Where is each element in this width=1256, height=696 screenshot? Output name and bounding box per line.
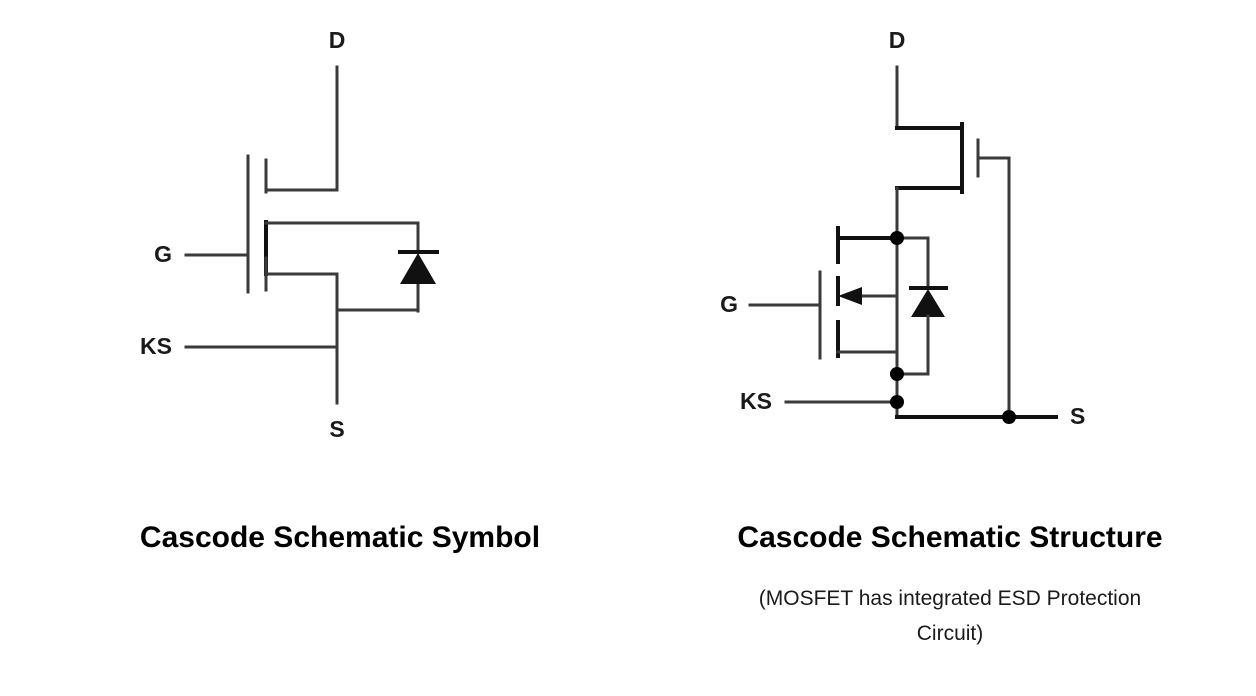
right-body-diode-arrow xyxy=(838,287,862,305)
left-ks-label: KS xyxy=(140,333,172,359)
left-caption: Cascode Schematic Symbol xyxy=(140,521,540,554)
right-subcaption-line2: Circuit) xyxy=(917,622,984,645)
left-source-label: S xyxy=(329,416,344,442)
right-esd-triangle xyxy=(911,289,945,317)
left-diode-triangle xyxy=(400,253,436,284)
left-drain-label: D xyxy=(329,27,346,53)
left-gate-label: G xyxy=(154,241,172,267)
junction-dot-esd-node xyxy=(890,367,904,381)
junction-dot-source-node xyxy=(1002,410,1016,424)
right-circuit-group: D G xyxy=(720,27,1085,429)
left-circuit-group: D G xyxy=(140,27,439,442)
right-source-label: S xyxy=(1070,403,1085,429)
junction-dot-drain-node xyxy=(890,231,904,245)
right-ks-label: KS xyxy=(740,388,772,414)
junction-dot-ks-node xyxy=(890,395,904,409)
right-drain-label: D xyxy=(889,27,906,53)
right-gate-label: G xyxy=(720,291,738,317)
right-caption: Cascode Schematic Structure xyxy=(737,521,1162,554)
right-subcaption-line1: (MOSFET has integrated ESD Protection xyxy=(759,587,1141,610)
